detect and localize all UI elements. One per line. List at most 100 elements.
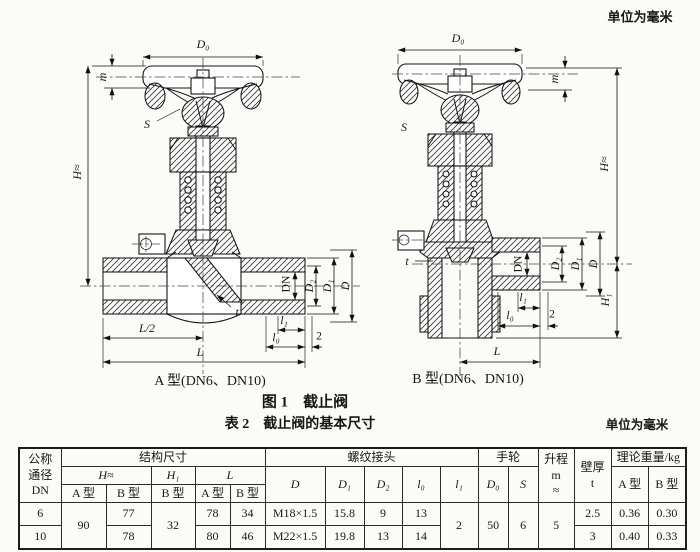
th-l0: l₀	[401, 466, 441, 503]
dim-label-l-b: L	[493, 344, 501, 358]
th-l0-label: l₀	[417, 476, 425, 491]
cell-lb-10: 46	[229, 525, 266, 550]
th-d0-label: D₀	[486, 476, 500, 491]
th-d-label: D	[290, 476, 300, 491]
dimensions-table: 公称 通径 DN 结构尺寸 螺纹接头 手轮 升程 m ≈ 壁厚 t 理论重量/k…	[18, 447, 688, 550]
cell-t-10: 3	[573, 525, 612, 550]
th-s: S	[507, 466, 539, 503]
th-h1-label: H₁	[166, 467, 180, 482]
dim-label-h-b: H≈	[597, 156, 611, 172]
unit-note-table: 单位为毫米	[605, 417, 669, 432]
cell-t-6: 2.5	[573, 502, 612, 526]
dim-label-s-b: S	[401, 120, 407, 134]
unit-note-top: 单位为毫米	[607, 9, 673, 25]
dim-label-m-a: m	[95, 72, 109, 82]
cell-hb-10: 78	[105, 525, 152, 550]
th-handwheel: 手轮	[477, 447, 539, 467]
dim-label-l1-a: l₁	[280, 313, 288, 327]
th-weight: 理论重量/kg	[610, 447, 687, 467]
th-l-type-a: A 型	[194, 484, 231, 503]
cell-d1-10: 19.8	[324, 525, 365, 550]
dim-label-dn-a: DN	[280, 275, 293, 293]
th-weight-b: B 型	[647, 466, 687, 503]
th-l1-label: l₁	[455, 476, 463, 491]
th-h-approx: H≈	[60, 466, 152, 485]
dim-label-d1-a: D₁	[320, 279, 334, 293]
dim-label-h1-b: H₁	[598, 293, 612, 307]
cell-wa-6: 0.36	[610, 502, 649, 526]
dim-label-d2-a: D₂	[302, 279, 316, 293]
cell-s-merged: 6	[507, 502, 539, 550]
th-l-label: L	[226, 467, 234, 482]
valve-b-drawing	[392, 47, 632, 376]
cell-d2-10: 13	[363, 525, 403, 550]
dim-label-d0-a: D₀	[196, 37, 210, 51]
th-s-label: S	[520, 476, 527, 491]
cell-l0-10: 14	[401, 525, 441, 550]
cell-ha-merged: 90	[60, 502, 107, 550]
cell-d1-6: 15.8	[324, 502, 365, 526]
dim-label-d0-b: D₀	[451, 31, 465, 45]
th-structure: 结构尺寸	[60, 447, 266, 467]
cell-la-6: 78	[194, 502, 231, 526]
cell-d2-6: 9	[363, 502, 403, 526]
th-d1: D₁	[324, 466, 365, 503]
dim-label-d-b: D	[586, 259, 600, 269]
valve-a-caption: A 型(DN6、DN10)	[154, 374, 266, 389]
th-l1: l₁	[439, 466, 479, 503]
th-l: L	[194, 466, 266, 485]
dim-label-2-a: 2	[316, 330, 322, 343]
dim-label-lhalf-a: L/2	[138, 321, 156, 335]
valve-a-drawing	[80, 54, 360, 374]
cell-d-6: M18×1.5	[264, 502, 326, 526]
dim-label-t-a: t	[235, 305, 239, 319]
cell-wb-6: 0.30	[647, 502, 687, 526]
th-dn: 公称 通径 DN	[18, 447, 62, 503]
dim-label-d-a: D	[338, 281, 352, 291]
dim-label-2-b: 2	[549, 308, 555, 321]
th-d: D	[264, 466, 326, 503]
th-h1: H₁	[150, 466, 196, 485]
valve-b-caption: B 型(DN6、DN10)	[412, 372, 524, 387]
cell-hb-6: 77	[105, 502, 152, 526]
cell-wa-10: 0.40	[610, 525, 649, 550]
dim-label-l-a: L	[196, 345, 204, 359]
dim-label-l0-a: l₀	[272, 330, 280, 344]
cell-wb-10: 0.33	[647, 525, 687, 550]
cell-m-merged: 5	[537, 502, 575, 550]
cell-h1b-merged: 32	[150, 502, 196, 550]
cell-d0-merged: 50	[477, 502, 509, 550]
th-h1-type-b: B 型	[150, 484, 196, 503]
th-d0: D₀	[477, 466, 509, 503]
th-d2-label: D₂	[376, 476, 390, 491]
cell-l0-6: 13	[401, 502, 441, 526]
dim-label-m-b: m	[547, 74, 561, 84]
dim-label-dn-b: DN	[512, 255, 525, 273]
dim-label-l1-b: l₁	[519, 290, 527, 304]
cell-la-10: 80	[194, 525, 231, 550]
cell-d-10: M22×1.5	[264, 525, 326, 550]
cell-lb-6: 34	[229, 502, 266, 526]
dim-label-s-a: S	[144, 117, 150, 131]
dim-label-d1-b: D₁	[568, 257, 582, 271]
valve-drawings	[80, 47, 632, 376]
th-wall: 壁厚 t	[573, 447, 612, 503]
th-d2: D₂	[363, 466, 403, 503]
dim-label-t-b: t	[405, 254, 409, 268]
dim-label-d2-b: D₂	[548, 257, 562, 271]
th-h-type-a: A 型	[60, 484, 107, 503]
cell-dn-10: 10	[18, 525, 62, 550]
th-l-type-b: B 型	[229, 484, 266, 503]
th-h-approx-label: H≈	[98, 467, 114, 482]
th-h-type-b: B 型	[105, 484, 152, 503]
cell-dn-6: 6	[18, 502, 62, 526]
dim-label-l0-b: l₀	[506, 308, 514, 322]
table-title: 表 2 截止阀的基本尺寸	[224, 417, 376, 432]
th-lift: 升程 m ≈	[537, 447, 575, 503]
figure-title: 图 1 截止阀	[261, 394, 349, 411]
dim-label-h-a: H≈	[70, 164, 84, 180]
th-weight-a: A 型	[610, 466, 649, 503]
cell-l1-merged: 2	[439, 502, 479, 550]
th-thread: 螺纹接头	[264, 447, 479, 467]
